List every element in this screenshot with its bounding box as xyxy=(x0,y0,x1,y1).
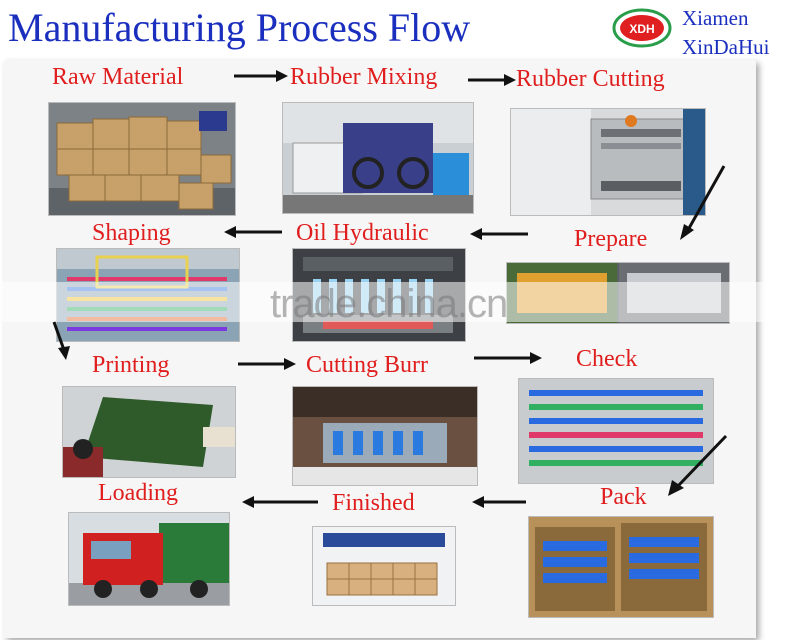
company-name: Xiamen XinDaHui xyxy=(682,4,770,62)
rubber-cutting-photo xyxy=(510,108,706,216)
arrow-finished-to-loading xyxy=(242,496,318,508)
arrow-check-to-pack xyxy=(668,434,728,496)
step-oil-hydraulic: Oil Hydraulic xyxy=(296,220,429,246)
step-check: Check xyxy=(576,346,638,372)
finished-photo xyxy=(312,526,456,606)
arrow-printing-to-burr xyxy=(238,358,296,370)
arrow-pack-to-finished xyxy=(472,496,526,508)
arrow-hydraulic-to-shaping xyxy=(224,226,282,238)
company-logo: XDH xyxy=(612,8,672,48)
step-loading: Loading xyxy=(98,480,178,506)
pack-photo xyxy=(528,516,714,618)
step-printing: Printing xyxy=(92,352,170,378)
step-rubber-cutting: Rubber Cutting xyxy=(516,66,665,92)
arrow-shaping-to-printing xyxy=(52,321,70,360)
step-rubber-mixing: Rubber Mixing xyxy=(290,64,438,90)
step-prepare: Prepare xyxy=(574,226,648,252)
arrow-mixing-to-cutting xyxy=(468,74,516,86)
step-pack: Pack xyxy=(600,484,647,510)
check-photo xyxy=(518,378,714,484)
arrow-burr-to-check xyxy=(474,352,542,364)
page-title: Manufacturing Process Flow xyxy=(8,5,471,50)
cutting-burr-photo xyxy=(292,386,478,486)
watermark: trade.china.cn xyxy=(270,282,508,326)
step-finished: Finished xyxy=(332,490,415,516)
step-raw-material: Raw Material xyxy=(52,64,184,90)
arrow-cutting-to-prepare xyxy=(680,165,726,240)
arrow-prepare-to-hydraulic xyxy=(470,228,528,240)
arrow-raw-to-mixing xyxy=(234,70,288,82)
rubber-mixing-photo xyxy=(282,102,474,214)
company-line-2: XinDaHui xyxy=(682,35,770,59)
loading-photo xyxy=(68,512,230,606)
watermark-band xyxy=(0,282,800,322)
company-line-1: Xiamen xyxy=(682,6,749,30)
step-cutting-burr: Cutting Burr xyxy=(306,352,429,378)
logo-text: XDH xyxy=(629,22,654,36)
step-shaping: Shaping xyxy=(92,220,171,246)
raw-material-photo xyxy=(48,102,236,216)
printing-photo xyxy=(62,386,236,478)
